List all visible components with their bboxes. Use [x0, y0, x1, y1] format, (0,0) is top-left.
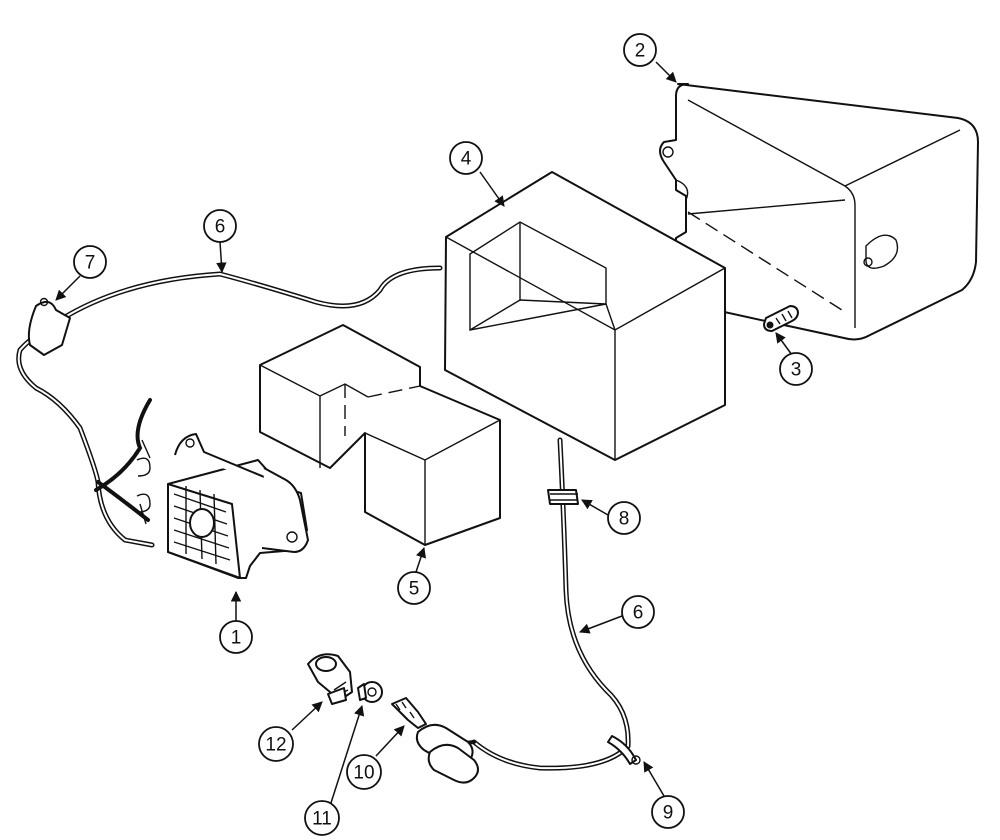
callout-1-label: 1: [231, 628, 242, 649]
leader-lines: [55, 61, 793, 807]
wiring-harness-lower: [415, 437, 641, 784]
callout-11: 11: [304, 800, 340, 836]
callout-2: 2: [623, 33, 657, 67]
callout-3: 3: [779, 352, 813, 386]
backup-alarm: [167, 433, 309, 579]
screw: [763, 305, 799, 332]
callout-8-label: 8: [619, 509, 630, 530]
callout-2-label: 2: [635, 41, 646, 62]
foam-insert: [259, 324, 501, 546]
callout-8: 8: [607, 501, 641, 535]
callout-1: 1: [219, 620, 253, 654]
callout-10-label: 10: [353, 763, 374, 784]
elbow-fitting: [307, 653, 353, 705]
reducer-bushing: [357, 681, 383, 703]
callout-9: 9: [651, 795, 685, 829]
callout-6-upper: 6: [203, 209, 237, 243]
callout-12: 12: [258, 726, 294, 762]
pressure-switch: [391, 697, 427, 729]
callout-10: 10: [346, 754, 382, 790]
callout-5-label: 5: [409, 579, 420, 600]
callout-7-label: 7: [85, 253, 96, 274]
callout-4: 4: [449, 141, 483, 175]
callout-11-label: 11: [312, 809, 332, 830]
callout-4-label: 4: [461, 149, 472, 170]
callout-6-upper-label: 6: [215, 217, 226, 238]
callout-12-label: 12: [265, 735, 286, 756]
callout-9-label: 9: [663, 803, 674, 824]
callout-5: 5: [397, 571, 431, 605]
callout-6-lower-label: 6: [633, 603, 644, 624]
alarm-housing: [444, 171, 726, 461]
callout-7: 7: [73, 245, 107, 279]
callout-6-lower: 6: [621, 595, 655, 629]
wiring-harness-upper: [16, 265, 443, 548]
callout-3-label: 3: [791, 360, 802, 381]
